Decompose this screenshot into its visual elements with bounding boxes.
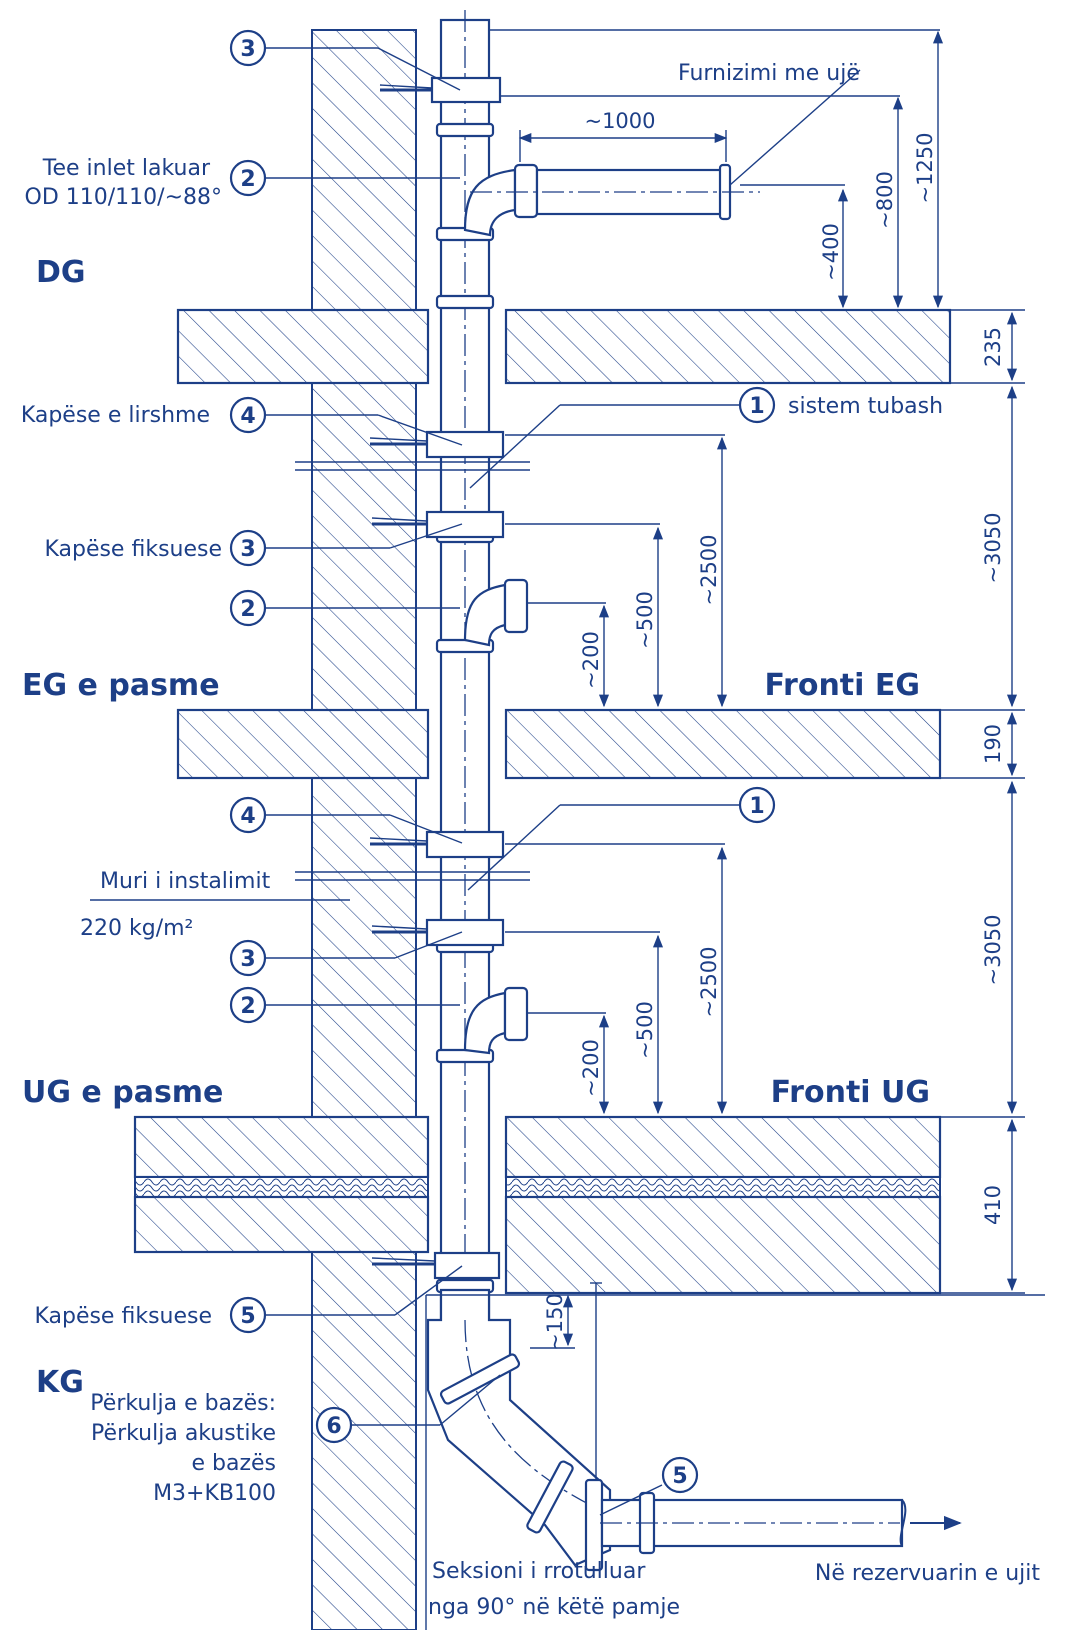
svg-text:4: 4 <box>240 804 255 829</box>
callout-4-ug: 4 <box>229 796 267 834</box>
clamp-ug-loose <box>369 830 505 859</box>
break-marks <box>295 461 530 881</box>
bend-label-line4: M3+KB100 <box>153 1481 276 1506</box>
svg-text:3: 3 <box>240 537 255 562</box>
callout-5-horizontal: 5 <box>661 1456 699 1494</box>
dim-3050-eg: ~3050 <box>981 512 1005 583</box>
bend-label-line2: Përkulja akustike <box>91 1421 276 1446</box>
base-bend <box>426 1288 612 1572</box>
svg-text:6: 6 <box>326 1414 341 1439</box>
callout-1-ug: 1 <box>738 786 776 824</box>
insulation-ug-left <box>134 1176 429 1198</box>
slab-ug-right-bottom <box>504 1195 942 1295</box>
floor-slabs <box>133 308 952 1295</box>
fixing-clamp-kg-label: Kapëse fiksuese <box>34 1304 212 1329</box>
svg-text:2: 2 <box>240 994 255 1019</box>
slab-ug-left-top <box>133 1115 430 1179</box>
clamps <box>369 76 505 1280</box>
level-label-kg: KG <box>36 1365 84 1400</box>
rotated-section-line1: Seksioni i rrotulluar <box>432 1559 646 1584</box>
svg-text:2: 2 <box>240 167 255 192</box>
svg-text:1: 1 <box>749 794 764 819</box>
leader-lines <box>90 47 861 1516</box>
tee-branch-dg <box>463 163 760 237</box>
callout-1-eg: 1 <box>738 386 776 424</box>
dim-200-eg: ~200 <box>579 631 603 689</box>
dimension-lines <box>490 29 1025 1480</box>
dim-1250: ~1250 <box>913 132 937 203</box>
callout-4-eg: 4 <box>229 396 267 434</box>
callout-3-top: 3 <box>229 29 267 67</box>
svg-text:1: 1 <box>749 394 764 419</box>
callout-2-ug: 2 <box>229 986 267 1024</box>
level-label-dg: DG <box>36 255 86 290</box>
slab-ug-left-bottom <box>133 1195 430 1254</box>
dim-190: 190 <box>981 724 1005 764</box>
callout-5-kg: 5 <box>229 1296 267 1334</box>
wall-mass-label: 220 kg/m² <box>80 916 193 941</box>
callout-3-eg: 3 <box>229 529 267 567</box>
water-supply-label: Furnizimi me ujë <box>678 61 860 86</box>
dim-2500-eg: ~2500 <box>697 534 721 605</box>
dim-400: ~400 <box>819 223 843 281</box>
dim-235: 235 <box>981 327 1005 367</box>
to-tank-label: Në rezervuarin e ujit <box>815 1561 1040 1586</box>
insulation-ug-right <box>505 1176 941 1198</box>
dim-500-ug: ~500 <box>633 1001 657 1059</box>
svg-text:2: 2 <box>240 597 255 622</box>
clamp-kg-fixing <box>371 1251 501 1280</box>
dim-150: ~150 <box>543 1293 567 1351</box>
loose-clamp-label: Kapëse e lirshme <box>21 403 210 428</box>
level-label-eg-back: EG e pasme <box>22 668 220 703</box>
dim-2500-ug: ~2500 <box>697 946 721 1017</box>
level-label-ug-back: UG e pasme <box>22 1075 223 1110</box>
clamp-dg <box>379 76 502 104</box>
horizontal-pipe <box>600 1491 962 1555</box>
slab-dg-left <box>176 308 430 385</box>
callout-3-ug: 3 <box>229 939 267 977</box>
svg-text:5: 5 <box>672 1464 687 1489</box>
dim-3050-ug: ~3050 <box>981 914 1005 985</box>
dim-410: 410 <box>981 1185 1005 1225</box>
slab-dg-right <box>504 308 952 385</box>
tee-label-line2: OD 110/110/~88° <box>25 185 222 210</box>
clamp-eg-fixing <box>371 510 505 539</box>
svg-text:4: 4 <box>240 404 255 429</box>
callout-2-dg: 2 <box>229 159 267 197</box>
bend-label-line3: e bazës <box>191 1451 276 1476</box>
callout-6-bend: 6 <box>315 1406 353 1444</box>
dim-500-eg: ~500 <box>633 591 657 649</box>
pipe-system-label: sistem tubash <box>788 394 943 419</box>
installation-wall <box>311 29 417 1630</box>
clamp-eg-loose <box>369 430 505 459</box>
bend-label-line1: Përkulja e bazës: <box>90 1391 276 1416</box>
tee-branch-ug <box>463 986 529 1055</box>
level-label-eg-front: Fronti EG <box>764 668 920 703</box>
tee-branch-eg <box>463 578 529 647</box>
callout-2-eg: 2 <box>229 589 267 627</box>
slab-ug-right-top <box>504 1115 942 1179</box>
slab-eg-left <box>176 708 430 780</box>
dim-800: ~800 <box>873 171 897 229</box>
rotated-section-line2: nga 90° në këtë pamje <box>428 1595 680 1620</box>
fixing-clamp-label: Kapëse fiksuese <box>44 537 222 562</box>
dim-200-ug: ~200 <box>579 1039 603 1097</box>
svg-text:3: 3 <box>240 37 255 62</box>
rotated-section-frame <box>425 1294 1045 1630</box>
svg-text:5: 5 <box>240 1304 255 1329</box>
slab-eg-right <box>504 708 942 780</box>
wall-name-label: Muri i instalimit <box>100 869 271 894</box>
dim-1000: ~1000 <box>584 109 655 133</box>
tee-label-line1: Tee inlet lakuar <box>42 156 211 181</box>
level-label-ug-front: Fronti UG <box>771 1075 930 1110</box>
svg-text:3: 3 <box>240 947 255 972</box>
